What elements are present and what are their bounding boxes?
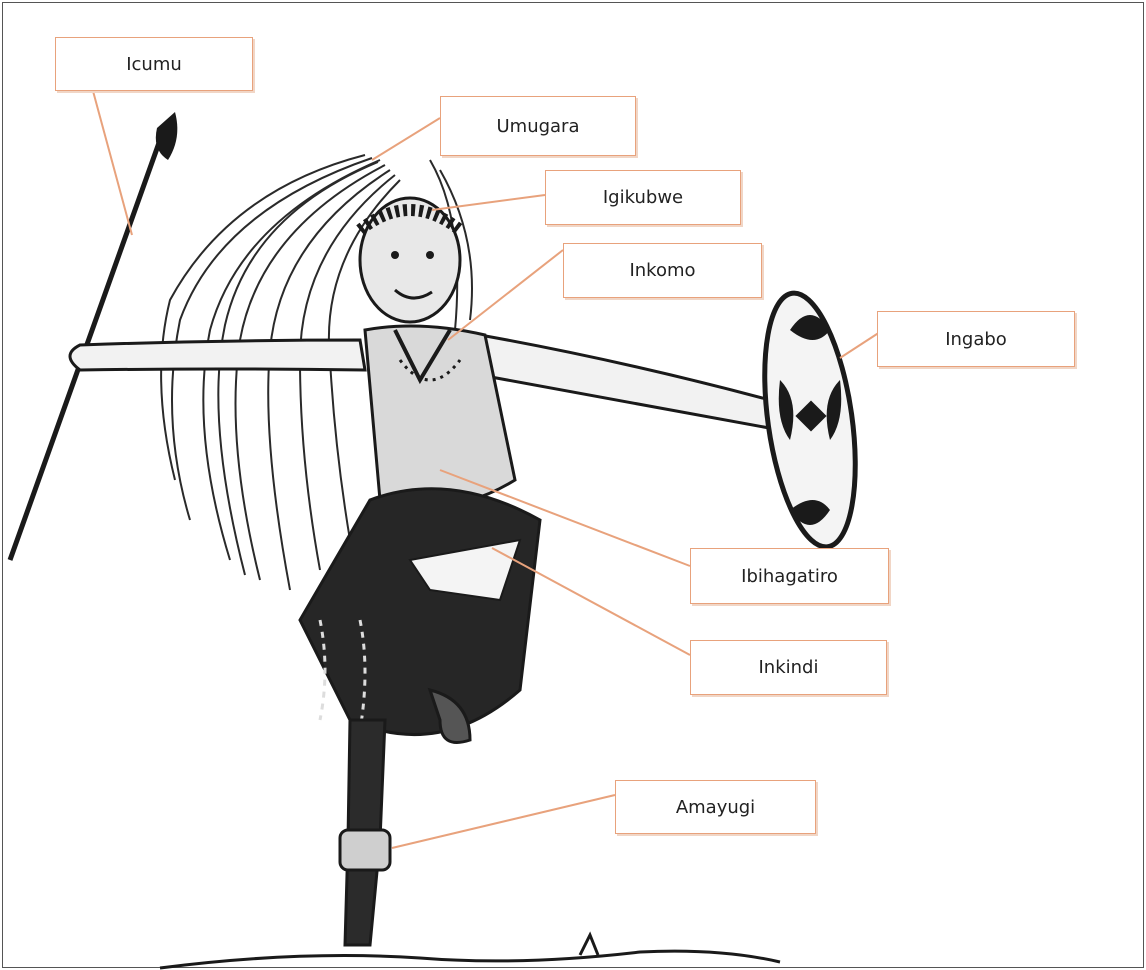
label-ingabo: Ingabo [877,311,1075,367]
label-icumu-text: Icumu [126,54,182,75]
leader-line-ingabo [840,332,880,358]
label-ibihagatiro: Ibihagatiro [690,548,889,604]
label-inkindi-text: Inkindi [759,657,819,678]
leader-line-amayugi [392,795,615,848]
label-umugara: Umugara [440,96,636,156]
label-ibihagatiro-text: Ibihagatiro [741,566,838,587]
label-inkindi: Inkindi [690,640,887,695]
label-inkomo-text: Inkomo [629,260,695,281]
label-ingabo-text: Ingabo [945,329,1007,350]
shield [751,287,870,552]
label-amayugi: Amayugi [615,780,816,834]
leader-line-igikubwe [432,195,545,210]
leader-line-icumu [93,91,132,235]
spear [10,112,177,560]
leader-line-umugara [372,118,440,160]
leader-line-inkomo [448,250,563,340]
label-inkomo: Inkomo [563,243,762,298]
label-umugara-text: Umugara [496,116,579,137]
label-igikubwe: Igikubwe [545,170,741,225]
label-icumu: Icumu [55,37,253,91]
dancer-skirt [300,489,540,735]
label-igikubwe-text: Igikubwe [603,187,683,208]
dancer-head [360,198,460,322]
label-amayugi-text: Amayugi [676,797,755,818]
ground [160,935,780,968]
